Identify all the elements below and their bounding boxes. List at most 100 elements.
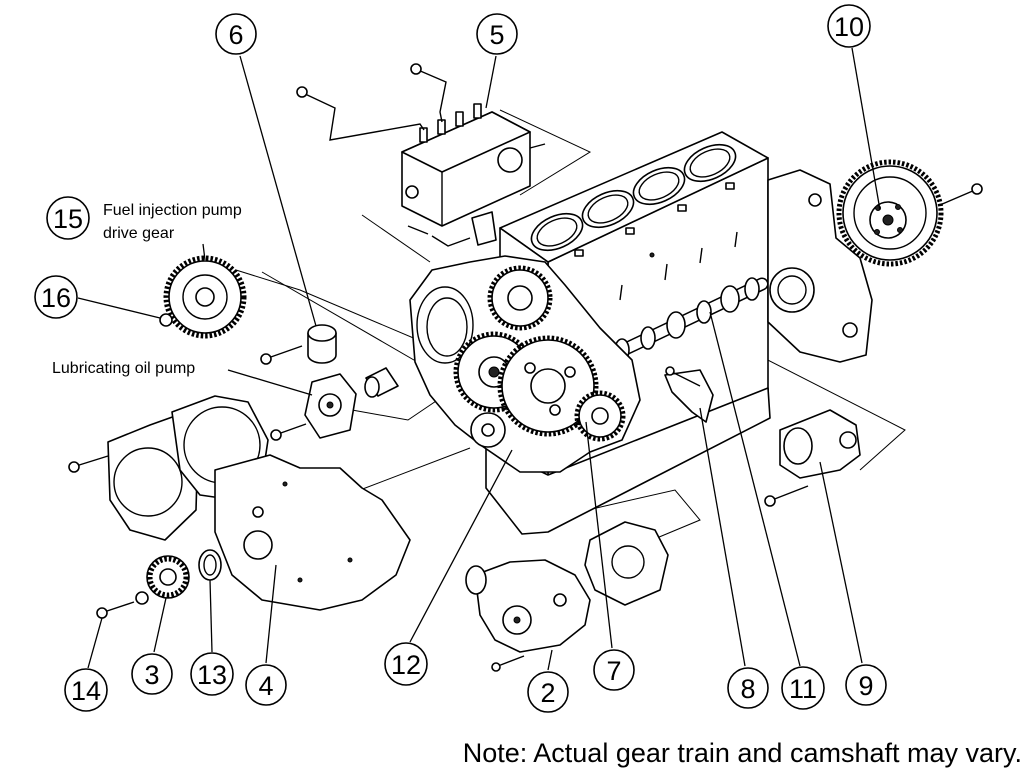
cam-lobe [696,300,712,324]
gear-idler-teeth [497,335,599,437]
callout-5-circle [476,13,518,55]
block-side-studs [619,231,738,301]
callout-12-number: 12 [391,650,421,680]
diagram-note: Note: Actual gear train and camshaft may… [463,738,1022,768]
callout-13-number: 13 [197,660,227,690]
callout-8: 8 [727,667,769,709]
oil-pump-bolt [277,423,307,435]
callout-4: 4 [245,664,287,706]
callout-9-leader [819,461,863,664]
gear-oil-pump-drive [470,412,506,448]
gasket-plate-body [107,414,199,541]
pump-bracket [471,211,497,246]
water-pump-inlet [465,565,487,595]
delivery-valve [455,111,464,127]
pump-governor [497,147,523,173]
crank-pulley-hub [159,568,177,586]
callout-14-circle [64,668,108,712]
water-pump-bolt-head [491,662,501,672]
gear-top [487,265,553,331]
gear-idler [497,335,599,437]
coolant-hole [677,204,687,212]
water-pump-gasket-hole [611,545,645,579]
gear-case-cover-body [214,454,411,611]
housing-boss [808,193,822,207]
camshaft [591,277,769,369]
cam-journal [666,311,686,339]
cylinder-bore-2 [581,189,635,229]
drive-gear-label-line1: Fuel injection pump [103,202,242,219]
callout-14-leader [87,617,103,669]
guide-line-starter [757,354,906,471]
fuel-injection-pump-drive-gear [159,255,247,339]
callout-8-circle [727,667,769,709]
callout-16-number: 16 [41,283,71,313]
callout-15-number: 15 [53,204,83,234]
callout-7-number: 7 [606,656,621,686]
bracket-bolt-head [665,366,675,376]
crank-pulley-groove [147,556,189,598]
callout-4-leader [265,564,277,664]
starter-end [783,427,813,465]
head-bolt-hole [649,252,655,258]
cover-boss [252,506,264,518]
callout-12: 12 [384,642,428,686]
callout-11-circle [781,666,825,710]
fuel-line-bolt [296,86,308,98]
callout-16: 16 [34,275,78,319]
callout-13-circle [190,652,234,696]
pump-bolt [407,225,429,235]
callout-12-leader [409,449,513,643]
callout-10-circle [827,4,871,48]
callout-4-number: 4 [258,671,273,701]
callout-6: 6 [215,13,257,55]
callout-2-leader [547,649,553,671]
callout-15: 15 [46,196,90,240]
cap-top [307,324,337,342]
callout-10-leader [851,47,881,211]
cylinder-bores [530,143,737,252]
starter-bolt-head [764,495,776,507]
starter-bolt [771,485,809,501]
flywheel-housing-opening [769,267,815,313]
cylinder-liner-1 [536,217,578,247]
water-pump-gasket-body [584,521,669,606]
cylinder-liner-2 [587,194,629,224]
flywheel-center [882,214,894,226]
flywheel-bolt [939,189,976,206]
callout-9-circle [845,664,887,706]
gear-crank-center [488,366,500,378]
housing-boss [842,322,858,338]
drive-gear-nut [159,313,173,327]
callout-9: 9 [845,664,887,706]
callout-13: 13 [190,652,234,696]
pump-stud [529,143,546,149]
guide-line-cover [359,447,471,491]
oil-pipe-bracket [664,366,714,423]
side-stud [664,263,668,281]
callout-6-circle [215,13,257,55]
coolant-hole [574,249,584,257]
water-pump-bolt [497,655,525,667]
cam-lobe [744,277,760,301]
flywheel-bolt-hole [895,204,901,210]
fuel-line [302,92,425,141]
callout-2: 2 [527,671,569,713]
water-pump-body [474,559,591,653]
guide-line-gear15-lower [235,269,431,346]
flywheel-bolt-head [971,183,983,195]
cylinder-bore-3 [632,166,686,206]
callout-8-leader [699,407,746,667]
callout-11: 11 [781,666,825,710]
callout-2-circle [527,671,569,713]
callout-11-leader [709,311,801,667]
housing-opening [416,286,474,364]
coolant-holes [574,182,735,258]
callout-12-circle [384,642,428,686]
flywheel-ring-gear [836,159,944,267]
callout-5-leader [485,55,497,109]
drive-gear-label-line2: drive gear [103,225,175,242]
coolant-hole [725,182,735,190]
flywheel-bolt-hole [897,227,903,233]
